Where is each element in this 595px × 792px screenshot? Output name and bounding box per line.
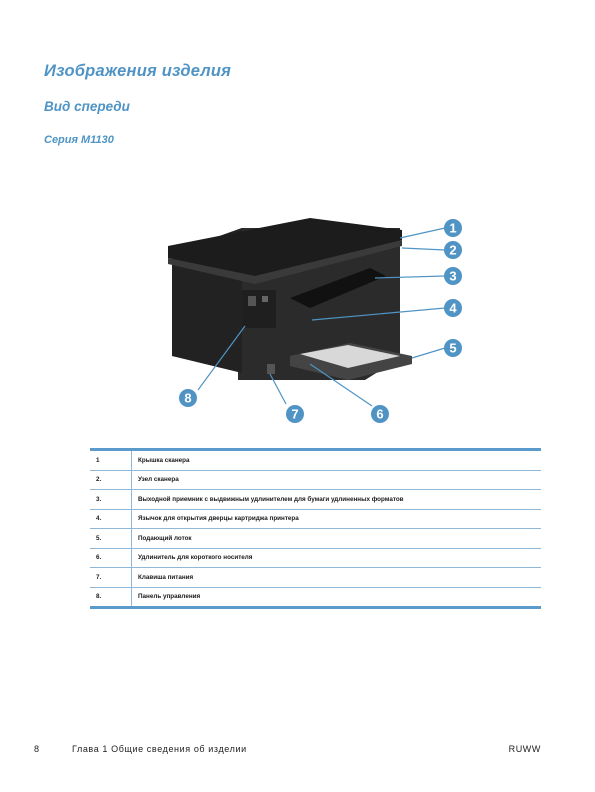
table-row: 3. Выходной приемник с выдвижным удлинит…	[90, 489, 541, 510]
part-number: 6.	[90, 548, 132, 568]
callout-8: 8	[179, 389, 197, 407]
power-button-shape	[267, 364, 275, 374]
part-label: Узел сканера	[131, 470, 541, 490]
parts-table: 1 Крышка сканера 2. Узел сканера 3. Выхо…	[90, 448, 541, 609]
printer-illustration: 1 2 3 4 5 6 7 8	[168, 218, 462, 423]
part-number: 3.	[90, 489, 132, 510]
part-label: Удлинитель для короткого носителя	[131, 548, 541, 568]
part-label: Панель управления	[138, 593, 201, 601]
svg-text:1: 1	[449, 221, 456, 236]
scanner-lid	[168, 218, 402, 276]
chapter-footer: Глава 1 Общие сведения об изделии	[72, 744, 247, 754]
callout-6: 6	[371, 405, 389, 423]
control-panel-plate	[242, 290, 276, 328]
callout-2: 2	[444, 241, 462, 259]
svg-text:3: 3	[449, 269, 456, 284]
printer-front-view-figure: 1 2 3 4 5 6 7 8	[150, 168, 480, 430]
svg-text:5: 5	[449, 341, 456, 356]
svg-text:4: 4	[449, 301, 457, 316]
table-row: 4. Язычок для открытия дверцы картриджа …	[90, 509, 541, 529]
series-heading: Серия M1130	[44, 134, 114, 146]
svg-text:2: 2	[449, 243, 456, 258]
svg-text:6: 6	[376, 407, 383, 422]
section-heading: Вид спереди	[44, 99, 130, 114]
svg-text:7: 7	[291, 407, 298, 422]
output-tray	[290, 268, 386, 308]
part-label: Клавиша питания	[131, 567, 541, 588]
table-row: 2. Узел сканера	[90, 470, 541, 490]
part-number: 7.	[90, 567, 132, 588]
part-label: Крышка сканера	[131, 449, 541, 471]
table-row: 1 Крышка сканера	[90, 449, 541, 471]
locale-code: RUWW	[508, 744, 541, 754]
svg-text:8: 8	[184, 391, 191, 406]
callout-1: 1	[444, 219, 462, 237]
table-row: 6. Удлинитель для короткого носителя	[90, 548, 541, 568]
part-number: 2.	[90, 470, 132, 490]
part-label: Язычок для открытия дверцы картриджа при…	[131, 509, 541, 529]
part-number: 1	[90, 449, 132, 471]
callout-5: 5	[444, 339, 462, 357]
callout-3: 3	[444, 267, 462, 285]
part-label: Выходной приемник с выдвижным удлинителе…	[131, 489, 541, 510]
part-label: Подающий лоток	[131, 528, 541, 549]
table-row: 5. Подающий лоток	[90, 528, 541, 549]
table-row: 8. Панель управления	[90, 587, 541, 608]
part-number: 4.	[90, 509, 132, 529]
callout-7: 7	[286, 405, 304, 423]
callout-4: 4	[444, 299, 462, 317]
page-title: Изображения изделия	[44, 62, 232, 80]
page-number: 8	[34, 744, 40, 754]
part-number: 5.	[90, 528, 132, 549]
part-number: 8.	[90, 587, 132, 608]
table-row: 7. Клавиша питания	[90, 567, 541, 588]
